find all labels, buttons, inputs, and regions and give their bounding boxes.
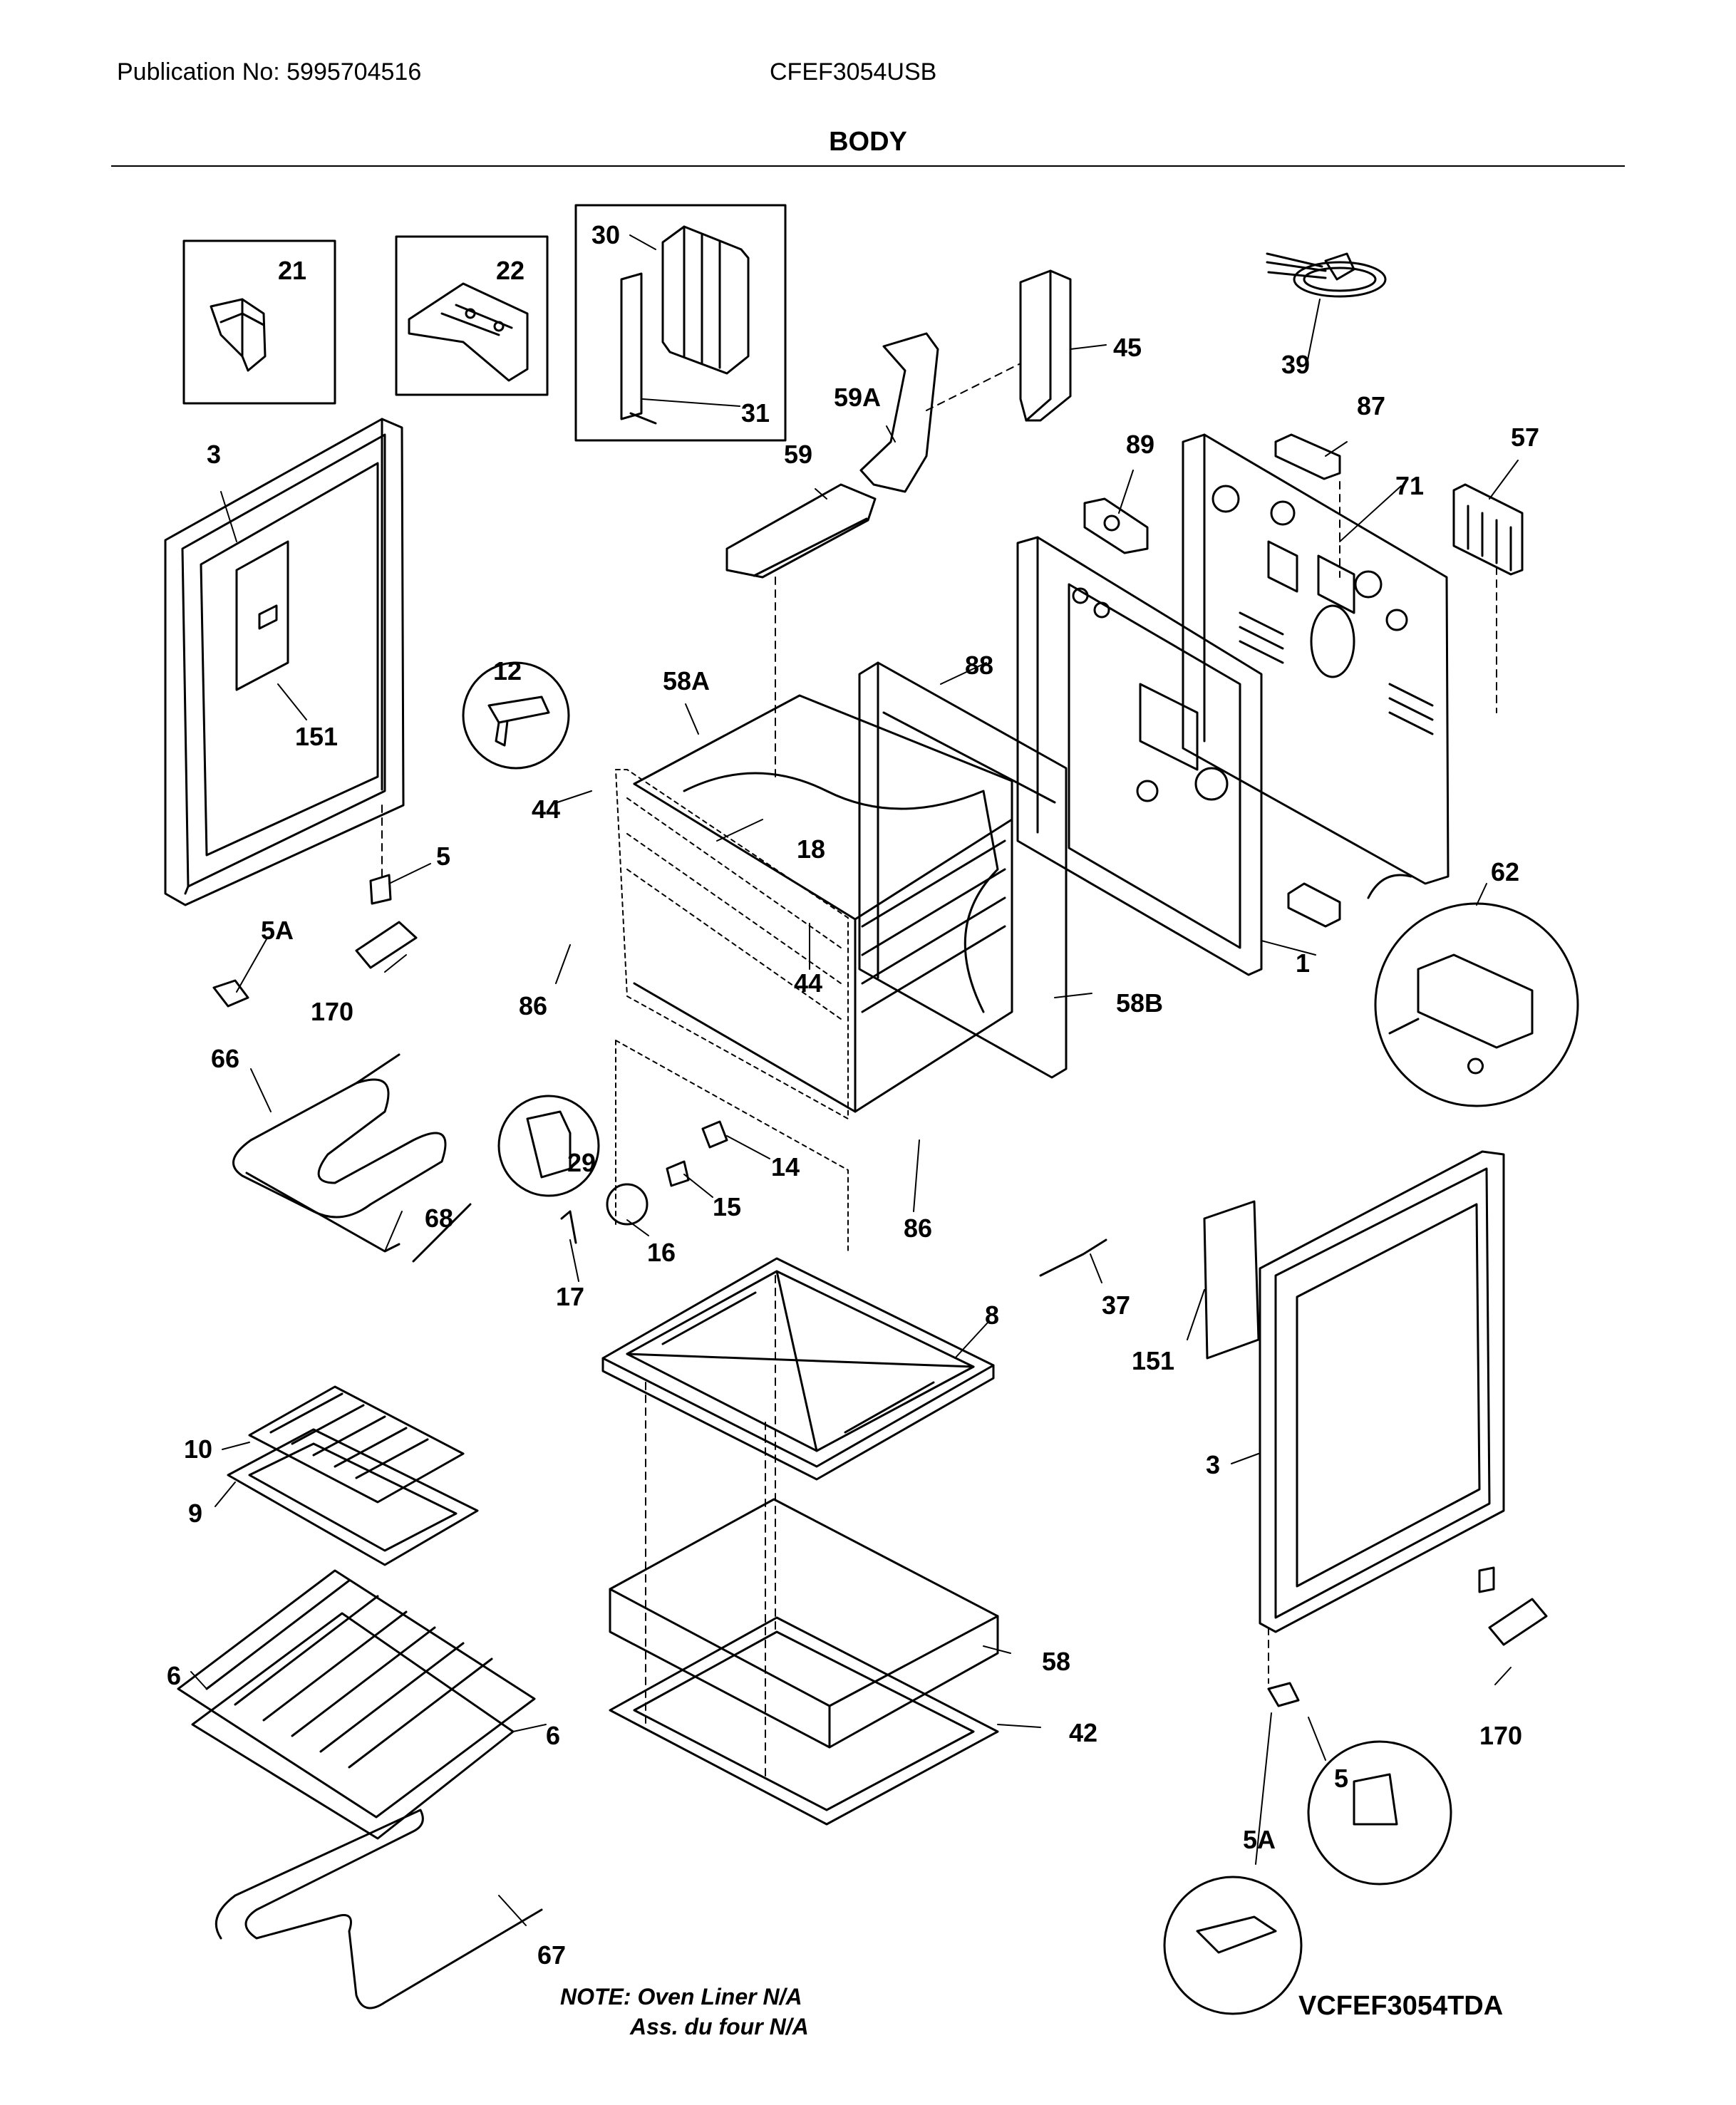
callout-30: 30 bbox=[591, 220, 620, 249]
leader-lines bbox=[190, 234, 1519, 1926]
callout-17: 17 bbox=[556, 1282, 584, 1311]
callout-170-left: 170 bbox=[311, 997, 353, 1026]
side-panel-right-3 bbox=[1203, 1150, 1505, 1633]
callout-15: 15 bbox=[713, 1192, 741, 1221]
callout-71: 71 bbox=[1395, 471, 1424, 500]
callout-3-left: 3 bbox=[207, 440, 221, 469]
callout-39: 39 bbox=[1281, 350, 1310, 379]
callout-5-left: 5 bbox=[436, 842, 450, 871]
callout-22: 22 bbox=[496, 256, 525, 285]
callout-68: 68 bbox=[425, 1204, 453, 1233]
publication-number: Publication No: 5995704516 bbox=[117, 58, 422, 86]
bake-element-67 bbox=[215, 1809, 543, 2010]
callout-42: 42 bbox=[1069, 1718, 1097, 1747]
callout-9: 9 bbox=[188, 1499, 202, 1528]
callout-37: 37 bbox=[1102, 1291, 1130, 1320]
section-title: BODY bbox=[829, 127, 907, 157]
callout-3-right: 3 bbox=[1206, 1450, 1220, 1479]
callout-18: 18 bbox=[797, 834, 825, 864]
oven-rack-6 bbox=[177, 1569, 536, 1840]
callout-62: 62 bbox=[1491, 857, 1519, 886]
callout-31: 31 bbox=[741, 398, 770, 428]
callout-45: 45 bbox=[1113, 333, 1142, 362]
side-panel-left-3 bbox=[164, 418, 405, 906]
terminal-block-62 bbox=[1287, 874, 1579, 1107]
callout-10: 10 bbox=[184, 1434, 212, 1464]
callout-87: 87 bbox=[1357, 391, 1385, 420]
inset-box-22 bbox=[395, 235, 549, 396]
callout-151-left: 151 bbox=[295, 722, 338, 751]
callout-57: 57 bbox=[1511, 423, 1539, 452]
broil-pan-9 bbox=[227, 1428, 479, 1566]
detail-circle-12 bbox=[462, 661, 570, 770]
callout-86-right: 86 bbox=[904, 1214, 932, 1243]
callout-6-right: 6 bbox=[546, 1721, 560, 1750]
callout-58B: 58B bbox=[1116, 988, 1163, 1018]
callout-8: 8 bbox=[985, 1300, 999, 1330]
leveling-leg-5 bbox=[369, 874, 1495, 1886]
callout-5A-right: 5A bbox=[1243, 1825, 1276, 1854]
bracket-89 bbox=[1083, 497, 1149, 554]
callout-44-right: 44 bbox=[794, 968, 822, 998]
note-oven-liner-en: NOTE: Oven Liner N/A bbox=[560, 1984, 802, 2010]
callout-12: 12 bbox=[493, 656, 522, 686]
callout-89: 89 bbox=[1126, 430, 1154, 459]
callout-1: 1 bbox=[1296, 948, 1310, 978]
front-insulation-58B bbox=[858, 661, 1068, 1079]
callout-88: 88 bbox=[965, 651, 993, 680]
broil-element-66 bbox=[232, 1053, 447, 1219]
callout-5-right: 5 bbox=[1334, 1764, 1348, 1793]
insulation-58 bbox=[609, 1498, 999, 1749]
callout-21: 21 bbox=[278, 256, 306, 285]
guide-lines bbox=[381, 363, 1497, 1782]
callout-44-left: 44 bbox=[532, 795, 560, 824]
callout-6-left: 6 bbox=[167, 1661, 181, 1690]
callout-86-left: 86 bbox=[519, 991, 547, 1020]
callout-58: 58 bbox=[1042, 1647, 1070, 1676]
cover-57 bbox=[1452, 483, 1524, 576]
note-oven-liner-fr: Ass. du four N/A bbox=[630, 2014, 809, 2039]
callout-16: 16 bbox=[647, 1238, 676, 1267]
lamp-parts bbox=[497, 1095, 728, 1244]
callout-66: 66 bbox=[211, 1044, 239, 1073]
callout-151-right: 151 bbox=[1132, 1346, 1174, 1375]
bracket-45 bbox=[1019, 269, 1072, 422]
callout-59A: 59A bbox=[834, 383, 881, 412]
oven-cavity-58A bbox=[633, 694, 1013, 1113]
callout-58A: 58A bbox=[663, 666, 710, 695]
broil-pan-insert-10 bbox=[248, 1385, 465, 1504]
leveling-leg-5A bbox=[212, 979, 1303, 2015]
callout-170-right: 170 bbox=[1479, 1721, 1522, 1750]
bottom-42 bbox=[609, 1616, 999, 1826]
callout-14: 14 bbox=[771, 1152, 800, 1181]
model-number: CFEF3054USB bbox=[770, 58, 937, 86]
header-divider bbox=[111, 165, 1625, 167]
rear-frame-1 bbox=[1016, 536, 1263, 976]
inset-box-30-31 bbox=[574, 204, 787, 442]
hinge-bracket-170 bbox=[355, 921, 1548, 1646]
duct-59-59A bbox=[725, 332, 939, 579]
frame-8 bbox=[601, 1257, 995, 1481]
callout-67: 67 bbox=[537, 1940, 566, 1970]
wire-harness-39 bbox=[1266, 252, 1387, 298]
back-panel-71 bbox=[1182, 433, 1450, 885]
oven-liner bbox=[615, 769, 849, 1255]
callout-5A-left: 5A bbox=[261, 916, 294, 945]
inset-box-21 bbox=[182, 239, 336, 405]
callout-59: 59 bbox=[784, 440, 812, 469]
plate-87 bbox=[1274, 433, 1341, 480]
wire-37 bbox=[1039, 1238, 1107, 1277]
diagram-code: VCFEF3054TDA bbox=[1298, 1991, 1504, 2021]
callout-29: 29 bbox=[567, 1148, 596, 1177]
